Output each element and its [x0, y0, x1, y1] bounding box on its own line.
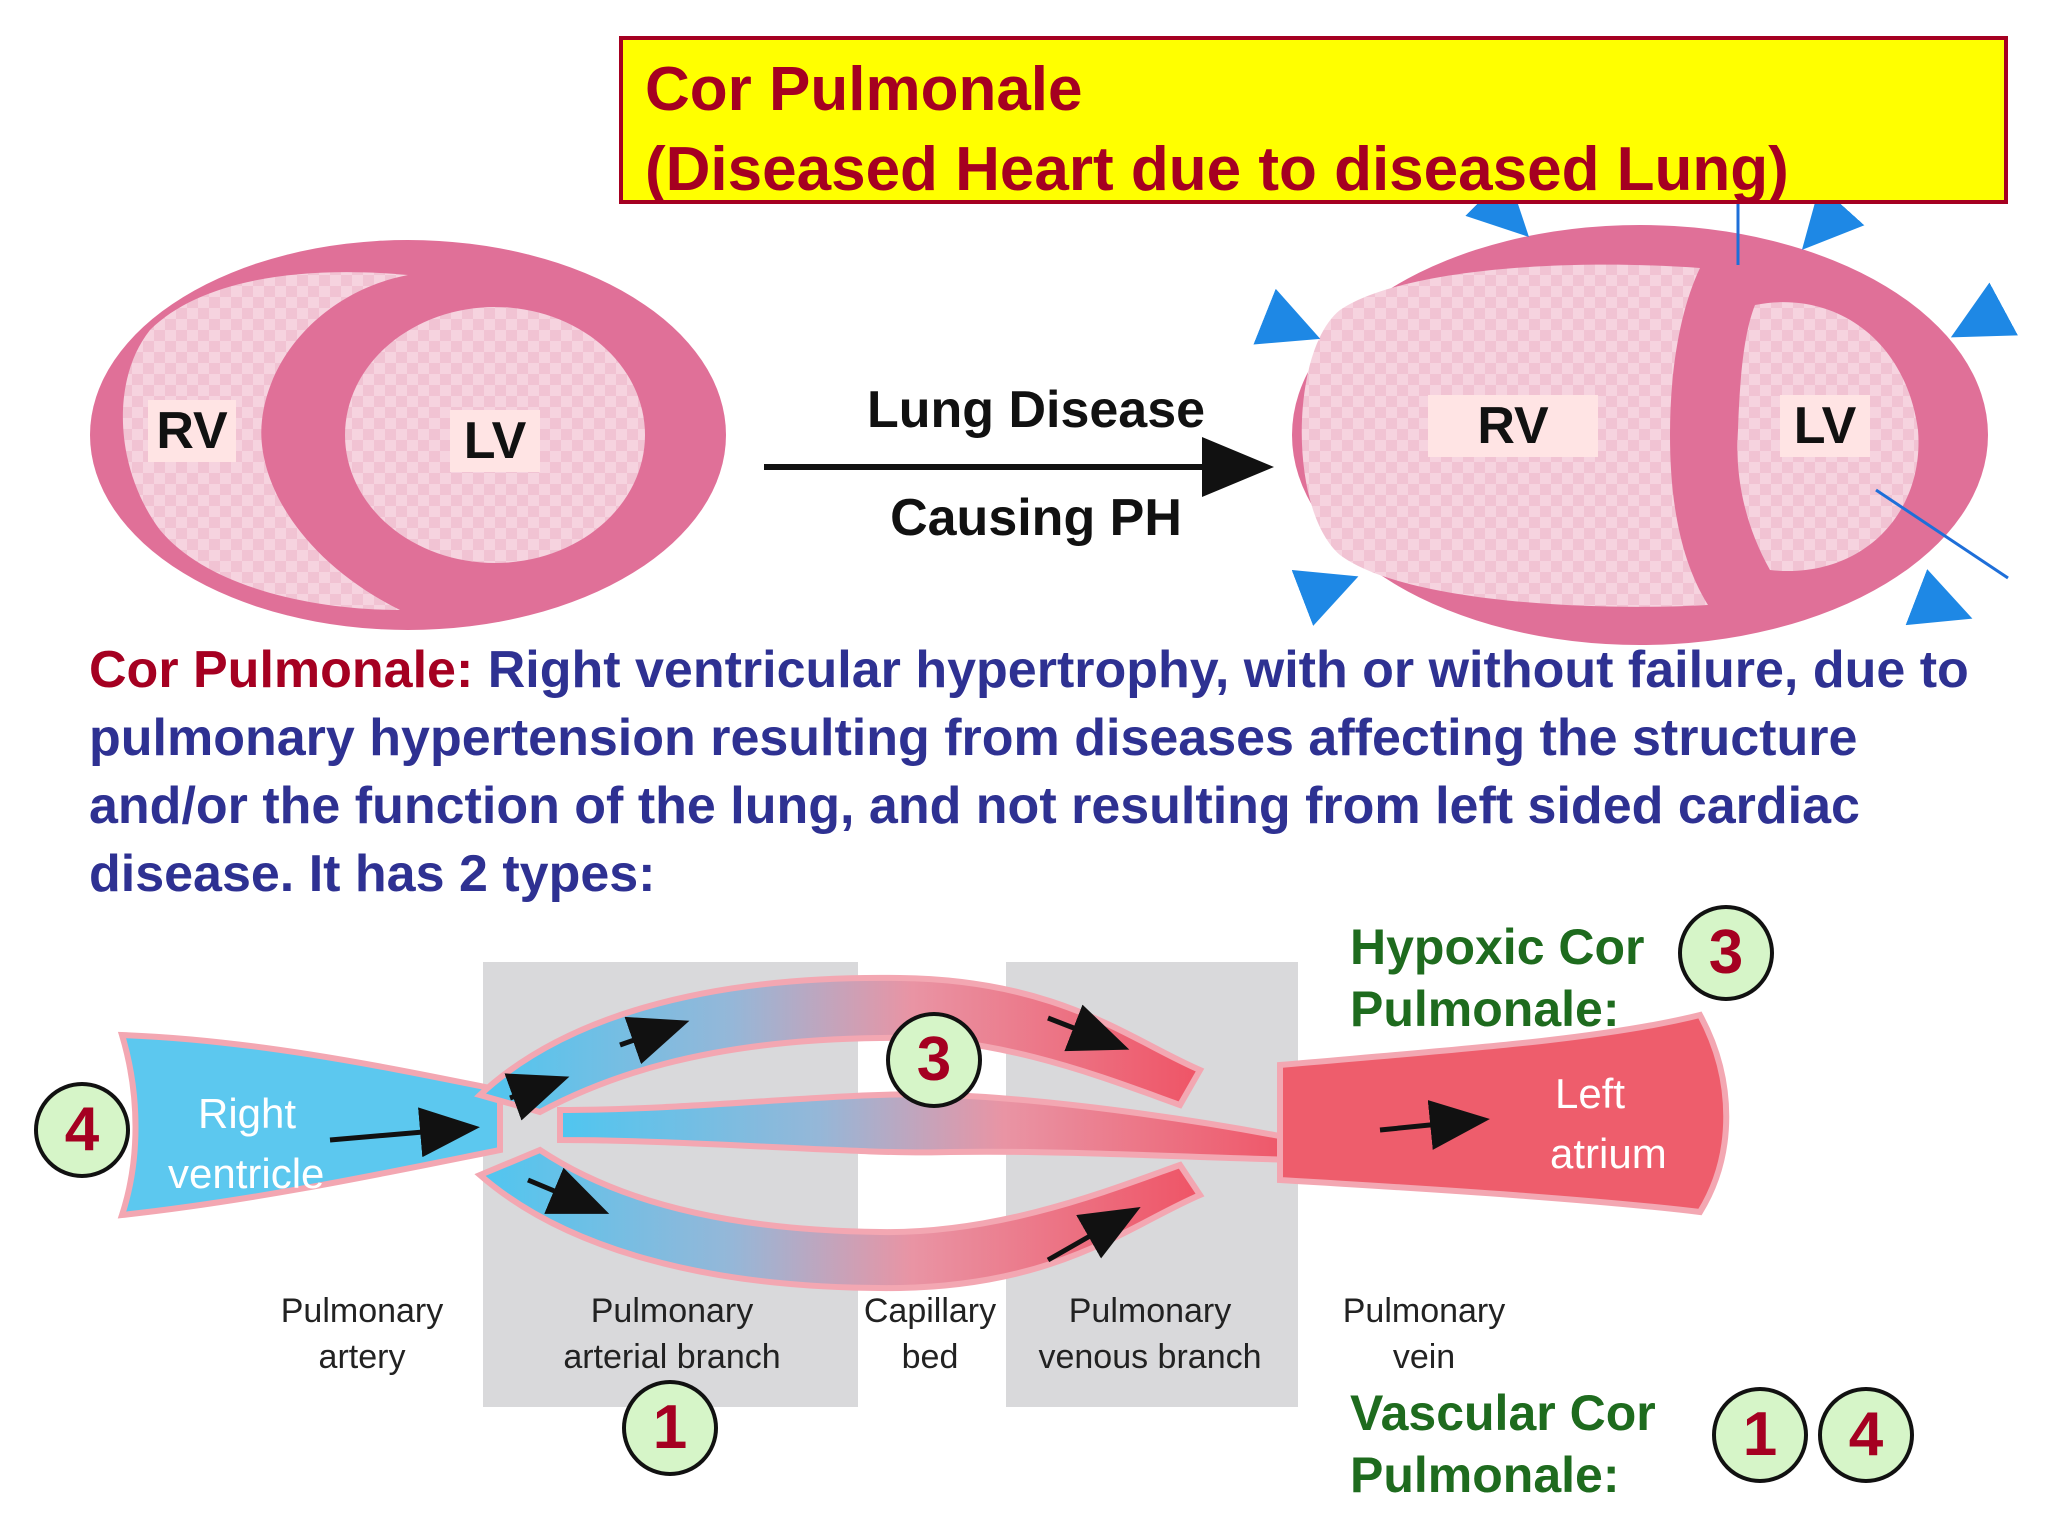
flow-arrows	[329, 1004, 1490, 1263]
left-atrium	[1277, 1011, 1730, 1216]
vascular-badge-1: 1	[1712, 1387, 1808, 1483]
vascular-label: Vascular Cor Pulmonale:	[1350, 1382, 1656, 1506]
pressure-arrows	[1253, 173, 2018, 626]
end-label-line-1: Left	[1555, 1070, 1625, 1117]
normal-rv-label: RV	[148, 400, 236, 462]
segment-4-line-2: venous branch	[1038, 1338, 1261, 1376]
segment-3-line-1: Capillary	[864, 1292, 996, 1330]
definition-body: Right ventricular hypertrophy, with or w…	[89, 641, 1969, 903]
hypoxic-badge-3: 3	[1678, 905, 1774, 1001]
title-line-2: (Diseased Heart due to diseased Lung)	[645, 135, 1789, 204]
arterial-marker-badge: 1	[622, 1380, 718, 1476]
title-line-1: Cor Pulmonale	[645, 55, 1083, 124]
start-label-line-1: Right	[198, 1090, 296, 1137]
title-box: Cor Pulmonale (Diseased Heart due to dis…	[619, 36, 2008, 204]
normal-rv-cavity	[122, 272, 409, 610]
capillary-marker-badge: 3	[886, 1012, 982, 1108]
diseased-rv-label: RV	[1428, 395, 1598, 457]
segment-1-line-1: Pulmonary	[281, 1292, 444, 1330]
segment-5-line-2: vein	[1393, 1338, 1455, 1376]
vascular-badge-4: 4	[1818, 1387, 1914, 1483]
vascular-label-line-2: Pulmonale:	[1350, 1447, 1620, 1503]
start-label-line-2: ventricle	[168, 1150, 324, 1197]
ventricle-marker-badge: 4	[34, 1082, 130, 1178]
segment-2-line-1: Pulmonary	[591, 1292, 754, 1330]
segment-1-line-2: artery	[319, 1338, 406, 1376]
hypoxic-label-line-2: Pulmonale:	[1350, 981, 1620, 1037]
vascular-label-line-1: Vascular Cor	[1350, 1385, 1656, 1441]
segment-5-line-1: Pulmonary	[1343, 1292, 1506, 1330]
transition-line-1: Lung Disease	[866, 381, 1206, 439]
normal-lv-label: LV	[450, 410, 540, 472]
segment-4-line-1: Pulmonary	[1069, 1292, 1232, 1330]
vessel-trunk	[117, 1031, 503, 1219]
definition-text: Cor Pulmonale: Right ventricular hypertr…	[89, 636, 1989, 908]
pulmonary-circulation-diagram	[117, 962, 1730, 1407]
hypoxic-label: Hypoxic Cor Pulmonale:	[1350, 916, 1645, 1040]
hypoxic-label-line-1: Hypoxic Cor	[1350, 919, 1645, 975]
segment-2-line-2: arterial branch	[563, 1338, 780, 1376]
segment-3-line-2: bed	[902, 1338, 959, 1376]
diseased-lv-label: LV	[1780, 395, 1870, 457]
transition-line-2: Causing PH	[890, 489, 1182, 547]
end-label-line-2: atrium	[1550, 1130, 1667, 1177]
definition-term: Cor Pulmonale:	[89, 641, 474, 699]
